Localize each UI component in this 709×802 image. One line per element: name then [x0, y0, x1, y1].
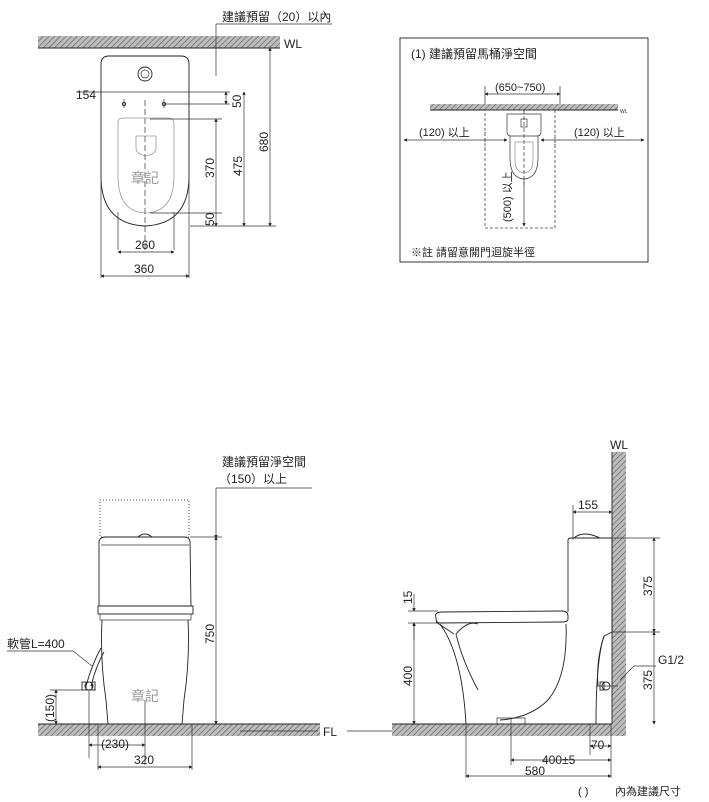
dim-750: 750 [203, 624, 217, 644]
dim-580: 580 [525, 764, 545, 778]
dim-50-top: 50 [230, 94, 244, 108]
flush-button [137, 66, 153, 82]
tank-outline [100, 55, 190, 92]
clearance-title: (1) 建議預留馬桶淨空間 [411, 46, 537, 61]
side-view: WL 155 375 375 G1/2 [392, 438, 684, 778]
legend-paren: ( ) [578, 786, 588, 798]
floor-label: FL [323, 725, 337, 739]
thread-label: G1/2 [658, 653, 684, 667]
wall-label-side: WL [610, 438, 628, 452]
dim-370: 370 [203, 158, 217, 178]
stamp-front: 章記 [131, 688, 159, 704]
dim-375-top: 375 [641, 576, 655, 596]
wall-label: WL [284, 37, 302, 51]
top-left-plan-view: 建議預留（20）以內 WL 章記 154 50 370 475 [38, 10, 332, 278]
floor-hatch-side [392, 724, 626, 736]
hose-label: 軟管L=400 [7, 636, 65, 651]
legend: ( ) 內為建議尺寸 [578, 784, 681, 798]
dim-230: (230) [101, 737, 129, 751]
bowl-front [101, 619, 189, 725]
dim-680: 680 [257, 132, 271, 152]
clearance-note-2: （150）以上 [219, 472, 287, 486]
dim-400: 400 [401, 666, 415, 686]
dim-375-bottom: 375 [641, 670, 655, 690]
dim-360: 360 [134, 262, 154, 276]
seat-outline [117, 117, 175, 214]
clearance-note-1: 建議預留淨空間 [222, 455, 306, 469]
recess-note: 建議預留（20）以內 [222, 10, 331, 24]
wall-hatch-side [612, 452, 626, 735]
clearance-note: ※註 請留意開門迴旋半徑 [411, 245, 535, 259]
tank-front [98, 536, 192, 607]
dim-260: 260 [135, 238, 155, 252]
floor-hatch-front [38, 724, 320, 736]
left-clearance: (120) 以上 [419, 126, 470, 139]
dim-320: 320 [134, 753, 154, 767]
dim-155: 155 [578, 498, 598, 512]
front-clearance: (500) 以上 [501, 171, 514, 222]
dim-475: 475 [231, 156, 245, 176]
legend-text: 內為建議尺寸 [615, 784, 681, 798]
dim-50-bottom: 50 [203, 212, 217, 226]
toilet-side [567, 537, 613, 637]
wall-hatch-top [38, 36, 280, 48]
clearance-panel: (1) 建議預留馬桶淨空間 (650~750) WL (120) 以上 (120… [399, 37, 649, 263]
right-clearance: (120) 以上 [574, 126, 625, 139]
dim-70: 70 [591, 738, 605, 752]
front-view: 建議預留淨空間 （150）以上 章記 750 軟管L=400 (150) [7, 455, 392, 770]
dim-150: (150) [43, 694, 57, 722]
width-range: (650~750) [495, 82, 545, 94]
dim-154: 154 [76, 88, 96, 102]
wall-label-small: WL [620, 109, 628, 115]
dim-400-5: 400±5 [542, 753, 576, 767]
dim-15: 15 [401, 590, 415, 604]
